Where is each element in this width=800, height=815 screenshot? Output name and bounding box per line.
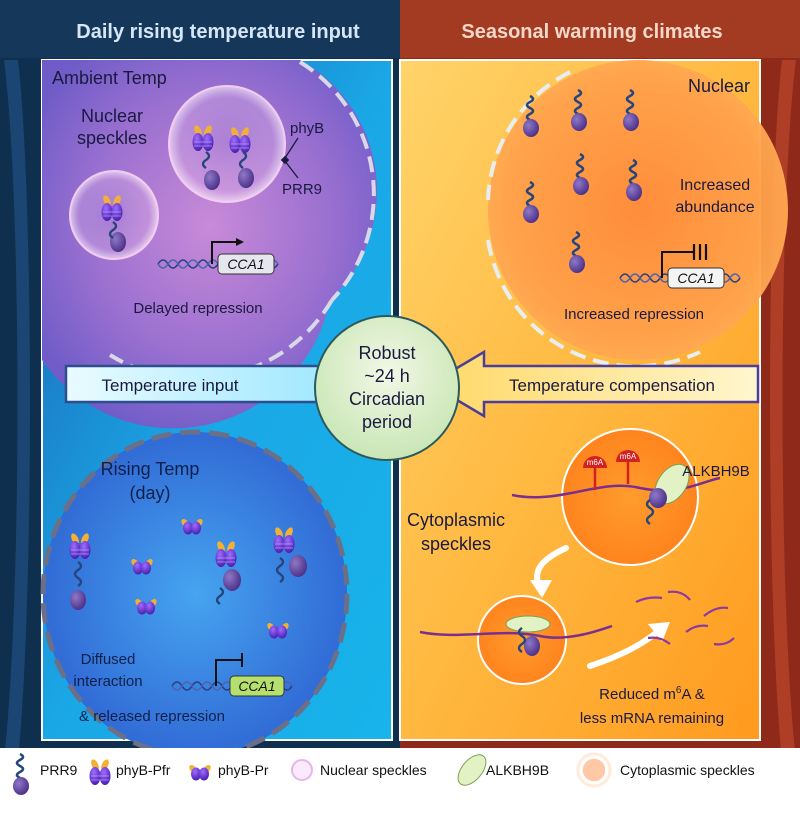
temperature-input-label: Temperature input — [101, 376, 238, 395]
prr9-tail — [275, 557, 285, 583]
rising-title-2: (day) — [129, 483, 170, 503]
legend-alkbh9b-icon — [457, 754, 487, 786]
nuclear-speckles-label-2: speckles — [77, 128, 147, 148]
prr9-icon — [238, 168, 254, 188]
cytoplasmic-caption-1: Reduced m6A & — [599, 685, 705, 703]
abundance-label-2: abundance — [675, 199, 754, 216]
promoter-arrowhead-icon — [236, 238, 244, 246]
cytoplasmic-caption-2: less mRNA remaining — [580, 710, 724, 727]
ambient-caption: Delayed repression — [133, 300, 262, 317]
m6a-label: m6A — [587, 458, 604, 467]
prr9-icon — [204, 170, 220, 190]
prr9-pointer — [284, 160, 299, 179]
strong-repression-icon — [692, 244, 708, 260]
phyb-label: phyB — [290, 120, 324, 137]
center-line-1: Robust — [358, 343, 415, 363]
prr9-tail — [215, 587, 225, 605]
cca1-label: CCA1 — [677, 270, 714, 286]
legend-cytoplasmic-speckles-label: Cytoplasmic speckles — [620, 762, 755, 778]
cytoplasmic-title-2: speckles — [421, 534, 491, 554]
legend-phyb-pfr-label: phyB-Pfr — [116, 762, 171, 778]
legend-phyb-pr-label: phyB-Pr — [218, 762, 269, 778]
rising-temp-region: Rising Temp (day) Diffused interaction &… — [40, 429, 350, 759]
phyb-pointer — [284, 137, 299, 159]
ambient-nucleus-dashes — [298, 60, 376, 302]
alkbh9b-icon — [505, 615, 551, 633]
prr9-tail — [201, 151, 211, 169]
rising-caption-2: interaction — [73, 673, 142, 690]
legend-alkbh9b-label: ALKBH9B — [486, 762, 549, 778]
alkbh9b-label: ALKBH9B — [682, 463, 750, 480]
m6a-label: m6A — [620, 452, 637, 461]
header-left-bg — [0, 0, 400, 58]
legend-bar — [0, 748, 800, 810]
mrna-strand — [511, 476, 721, 499]
legend-cytoplasmic-glow — [576, 752, 612, 788]
mrna-strand — [419, 624, 613, 639]
nuclear-caption: Increased repression — [564, 306, 704, 323]
rising-caption-3: & released repression — [79, 708, 225, 725]
m6a-marker — [583, 456, 607, 468]
rising-nucleus — [43, 432, 347, 756]
prr9-icon — [70, 590, 86, 610]
header-left-title: Daily rising temperature input — [76, 21, 360, 43]
repression-bar-icon — [215, 653, 243, 686]
m6a-marker — [616, 450, 640, 462]
pointer-marker — [280, 155, 290, 165]
legend-nuclear-speckles-label: Nuclear speckles — [320, 762, 427, 778]
header-right-bg — [400, 0, 800, 58]
prr9-label: PRR9 — [282, 181, 322, 198]
curved-arrow-icon — [587, 627, 663, 669]
center-line-4: period — [362, 412, 412, 432]
prr9-tail — [517, 627, 527, 653]
prr9-icon — [289, 555, 307, 577]
prr9-tail — [645, 499, 655, 525]
center-line-2: ~24 h — [364, 366, 410, 386]
cca1-gene-box — [229, 675, 285, 697]
legend-cytoplasmic-speckles-icon — [581, 757, 607, 783]
legend-nuclear-speckles-icon — [291, 759, 313, 781]
legend: PRR9 phyB-Pfr phyB-Pr Nuclear speckles A… — [11, 752, 755, 797]
center-line-3: Circadian — [349, 389, 425, 409]
nuclear-speckle-large — [168, 85, 286, 203]
ambient-nucleus — [42, 60, 377, 429]
header-right-title: Seasonal warming climates — [461, 21, 722, 43]
left-curl-decoration — [4, 60, 30, 760]
cytoplasmic-title-1: Cytoplasmic — [407, 510, 505, 530]
curved-arrowhead-icon — [648, 622, 670, 642]
rising-caption-1: Diffused — [81, 651, 136, 668]
nuclear-speckles-label-1: Nuclear — [81, 106, 143, 126]
nuclear-title: Nuclear — [688, 76, 750, 96]
cca1-label: CCA1 — [227, 256, 264, 272]
prr9-icon — [649, 488, 667, 508]
curved-arrowhead-icon — [530, 580, 552, 598]
degraded-mrna-fragments — [635, 590, 735, 646]
nuclear-region: Nuclear Increased abundance CCA1 Increas… — [486, 60, 788, 369]
prr9-icon — [223, 569, 241, 591]
cca1-label: CCA1 — [238, 678, 275, 694]
prr9-tail — [73, 561, 83, 587]
cca1-gene-box — [667, 267, 725, 289]
ambient-title: Ambient Temp — [52, 68, 167, 88]
prr9-icon — [110, 232, 126, 252]
promoter-arrow-icon — [211, 241, 236, 264]
nuclear-dashes-bottom — [486, 239, 701, 369]
abundance-label-1: Increased — [680, 177, 750, 194]
nuclear-dashes-top — [486, 70, 571, 201]
center-circle: Robust ~24 h Circadian period — [314, 315, 460, 461]
prr9-tail — [238, 151, 248, 169]
cytoplasmic-region: Cytoplasmic speckles m6A m6A ALKBH9B Red… — [407, 428, 750, 727]
prr9-tail — [108, 221, 118, 239]
cytoplasmic-speckle-bottom — [477, 595, 567, 685]
cca1-gene-box — [217, 253, 275, 275]
m6a-stems — [593, 462, 630, 490]
temperature-compensation-label: Temperature compensation — [509, 376, 715, 395]
repression-bar-icon — [661, 251, 694, 278]
rising-title-1: Rising Temp — [101, 459, 200, 479]
legend-prr9-label: PRR9 — [40, 762, 78, 778]
prr9-icon — [524, 636, 540, 656]
